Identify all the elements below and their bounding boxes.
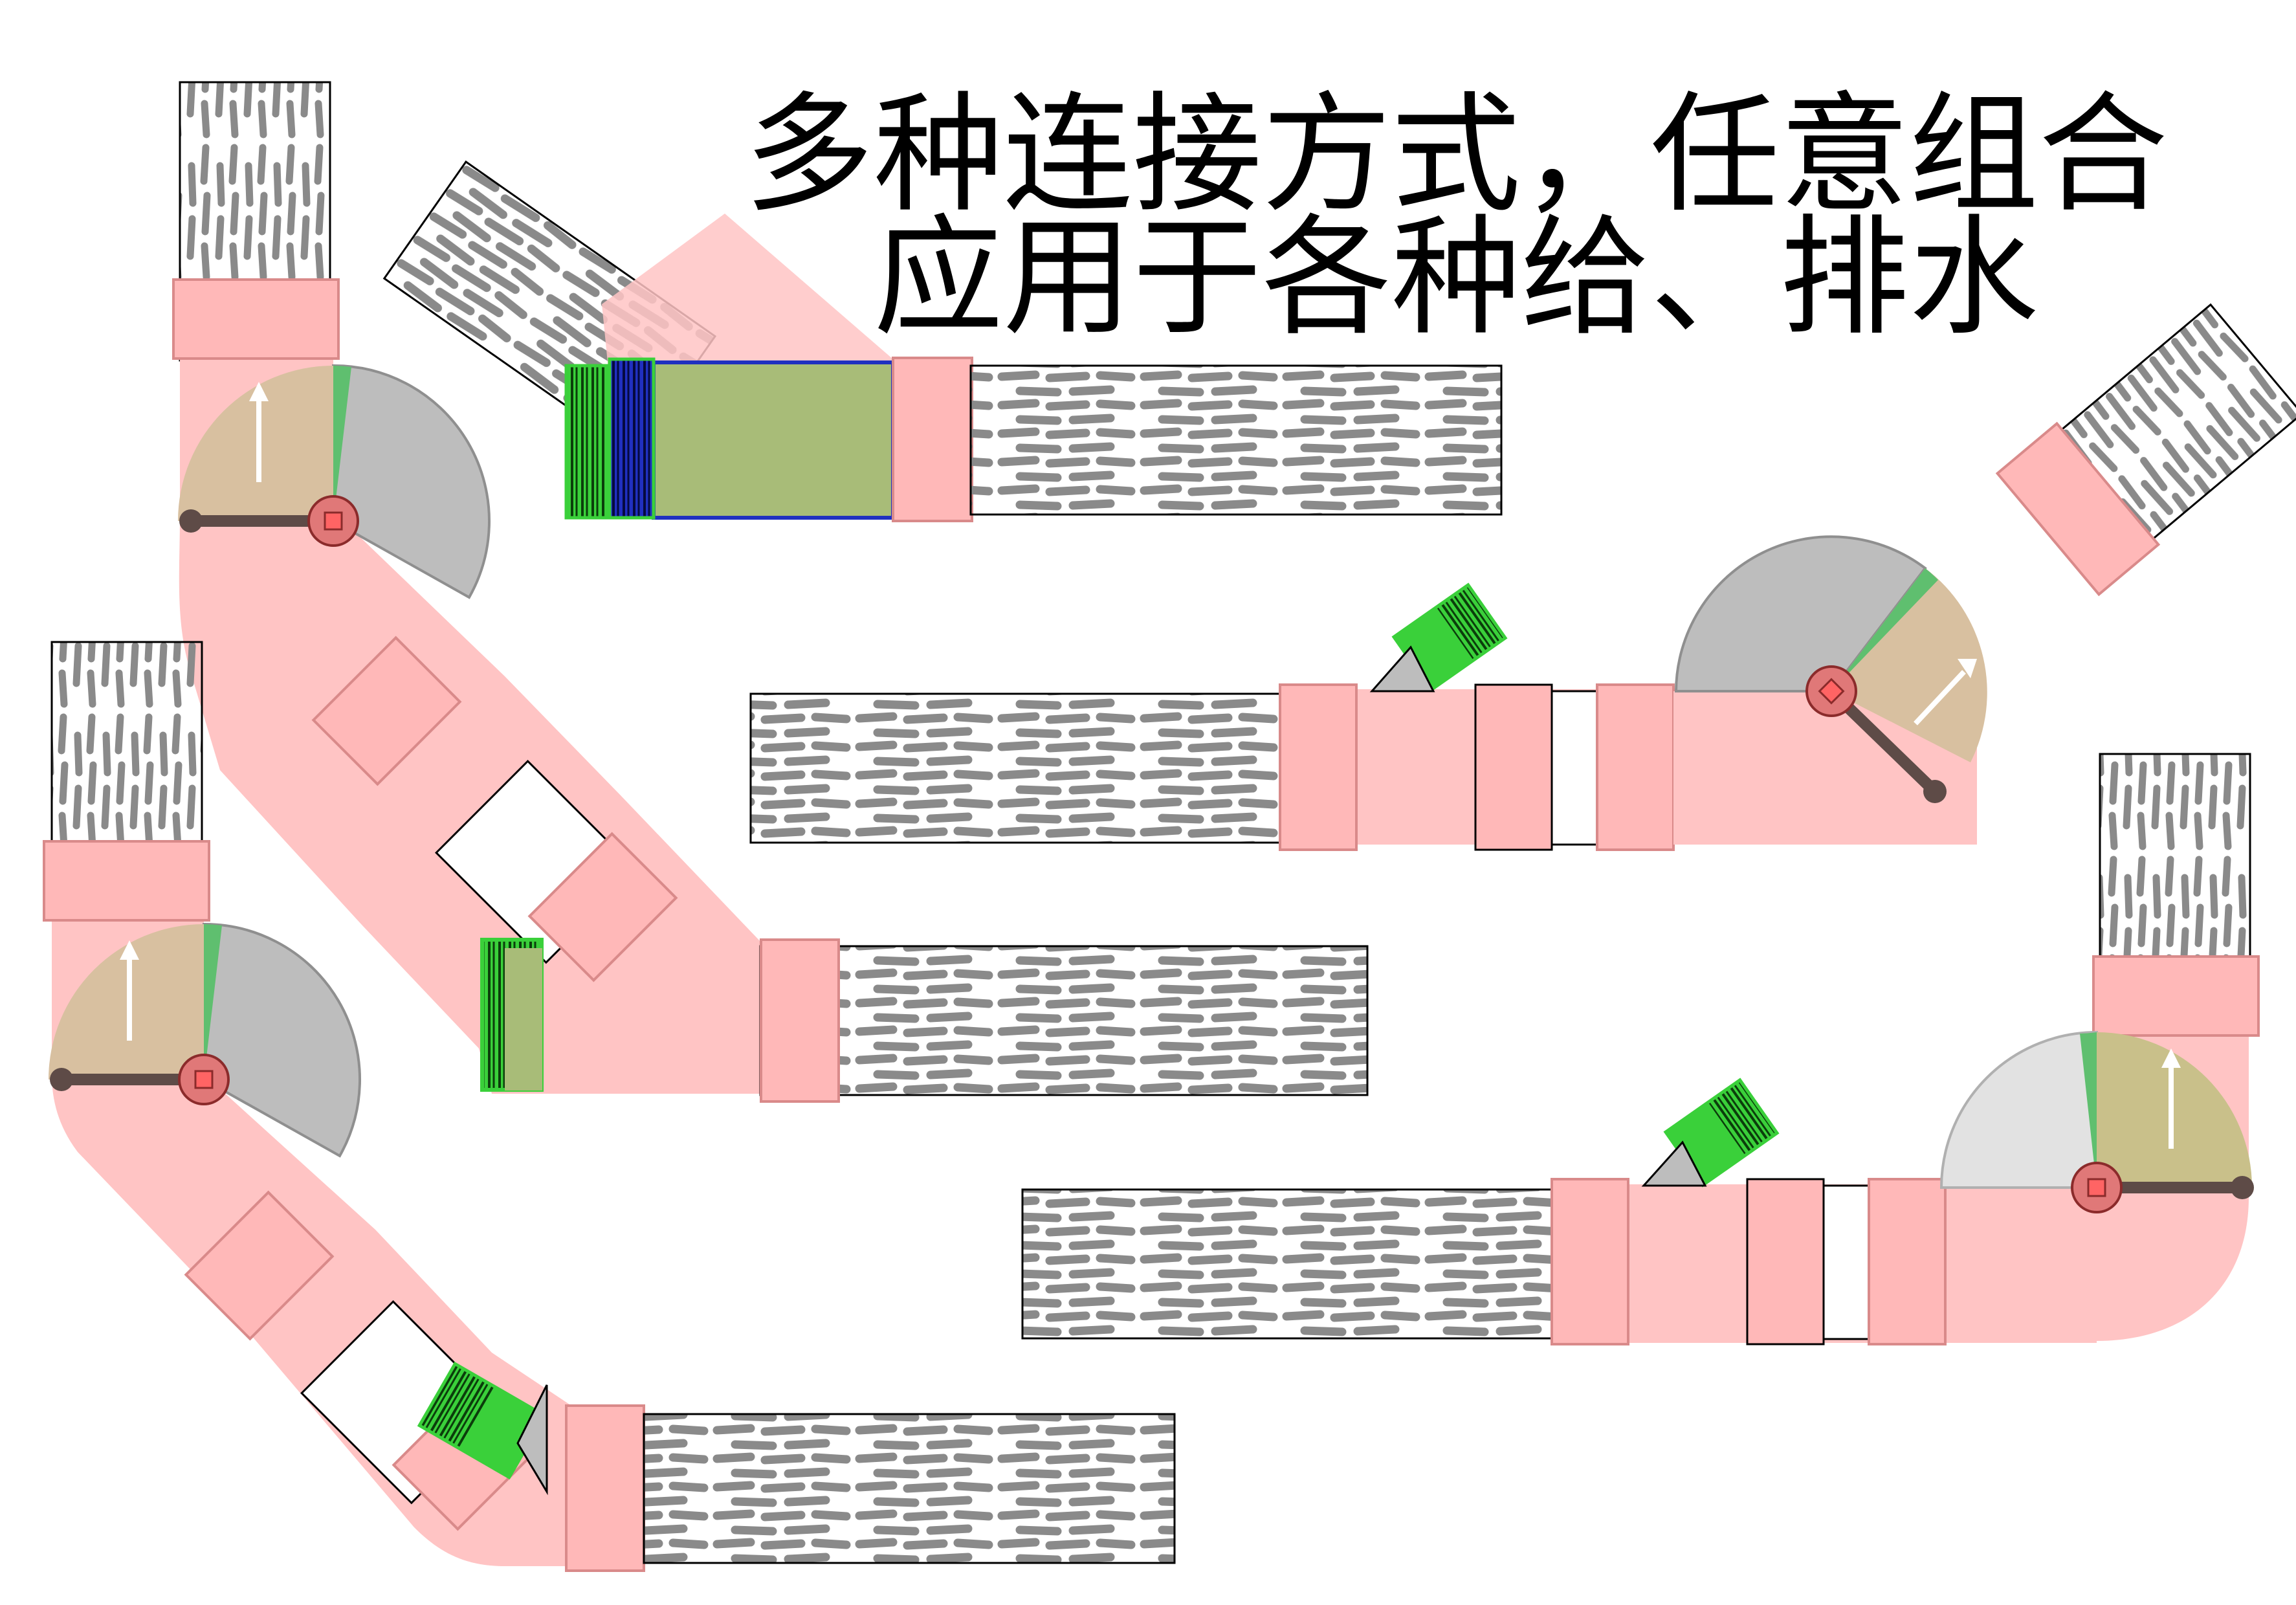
horizontal-pipe-a (759, 945, 1369, 1096)
open-gap-d (1551, 690, 1598, 846)
blue-coil-b (608, 357, 656, 520)
valve-d[interactable] (1674, 535, 1987, 803)
coupling-a2 (311, 636, 462, 786)
assembly-a (172, 81, 1369, 1103)
valve-e[interactable] (1939, 1030, 2254, 1213)
title-line-2: 应用于各种给、排水 (873, 203, 2038, 353)
coupling-a3 (527, 832, 678, 982)
coupling-d1 (1279, 683, 1358, 851)
coupling-b1 (892, 357, 973, 522)
coupling-e3 (1868, 1178, 1947, 1345)
coupling-d2 (1474, 683, 1553, 851)
assembly-c (43, 641, 1176, 1572)
open-gap-e (1822, 1184, 1870, 1340)
coupling-c4 (565, 1404, 645, 1572)
assembly-e (1021, 753, 2260, 1345)
coupling-c2 (184, 1190, 335, 1341)
green-coil-b (564, 364, 608, 520)
coupling-d3 (1596, 683, 1675, 851)
title-line-1: 多种连接方式，任意组合 (744, 80, 2169, 230)
horizontal-pipe-b (969, 364, 1503, 516)
horizontal-pipe-e (1021, 1188, 1631, 1340)
assembly-b (382, 160, 1503, 522)
horizontal-pipe-c (643, 1413, 1176, 1564)
coupling-e1 (1551, 1178, 1629, 1345)
coupling-e4 (2092, 955, 2260, 1037)
coupling-c1 (43, 840, 210, 922)
valve-handle-icon[interactable] (188, 520, 190, 522)
assembly-d (749, 303, 2296, 851)
coupling-a4 (760, 938, 840, 1103)
coupling-a1 (172, 278, 340, 360)
coupling-e2 (1746, 1178, 1825, 1345)
olive-reducer-b (652, 360, 895, 520)
horizontal-pipe-d (749, 692, 1359, 844)
drain-cap-icon (1663, 1078, 1780, 1188)
